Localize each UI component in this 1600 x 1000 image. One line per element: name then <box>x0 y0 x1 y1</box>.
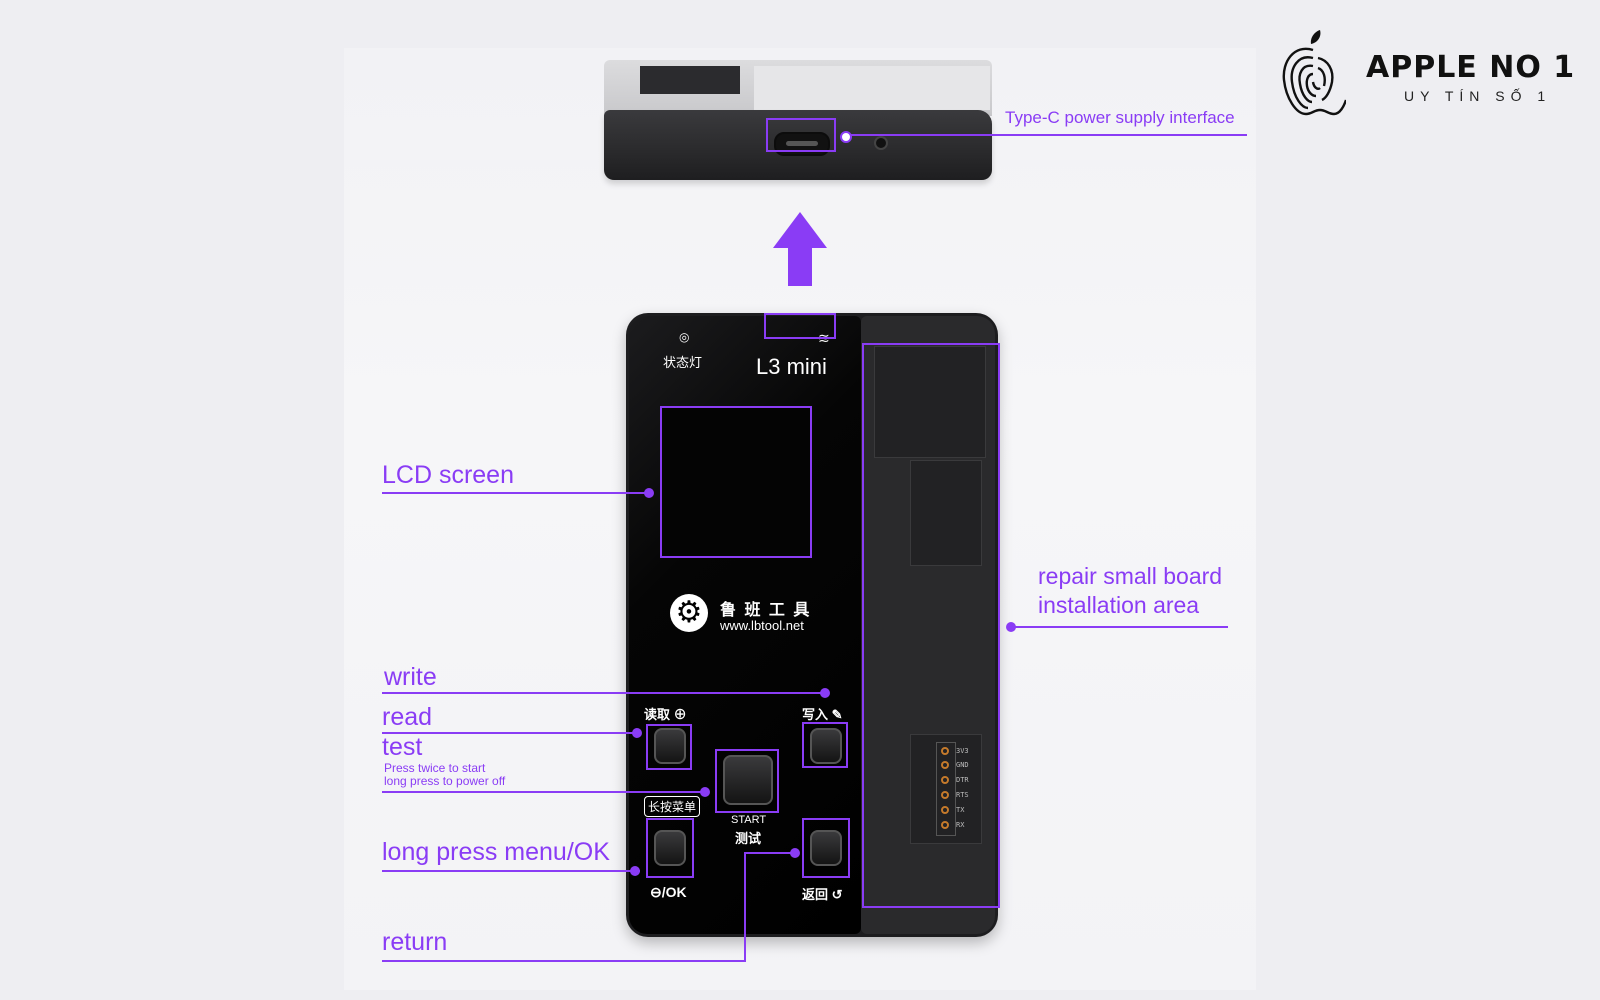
read-callout-line <box>382 732 640 734</box>
usb-c-port-icon <box>774 132 830 156</box>
repair-callout-line <box>1010 626 1228 628</box>
pin-label: 3V3 <box>956 747 969 755</box>
status-light-label: 状态灯 <box>663 355 703 370</box>
top-port-highlight <box>764 313 836 339</box>
device-side-view <box>604 60 992 182</box>
lcd-screen <box>662 408 810 556</box>
read-highlight <box>646 724 692 770</box>
type-c-highlight <box>766 118 836 152</box>
maker-name: 鲁 班 工 具 <box>720 602 812 619</box>
test-label: test <box>382 733 423 761</box>
test-callout-line <box>382 791 708 793</box>
read-label: read <box>382 703 433 731</box>
return-callout-dot <box>790 848 800 858</box>
pin-label: DTR <box>956 776 969 784</box>
lcd-screen-label: LCD screen <box>382 461 514 489</box>
pin-icon <box>941 761 949 769</box>
board-area-highlight <box>862 343 1000 908</box>
pin-label: RX <box>956 821 965 829</box>
read-button-label: 读取 ⊕ <box>644 707 687 722</box>
menu-ok-callout-dot <box>630 866 640 876</box>
write-highlight <box>802 722 848 768</box>
test-note-2: long press to power off <box>384 774 506 788</box>
write-button[interactable] <box>810 728 842 764</box>
menu-ok-callout-line <box>382 870 640 872</box>
return-button-label: 返回 ↺ <box>802 887 843 902</box>
long-press-menu-label: 长按菜单 <box>644 796 701 817</box>
pin-icon <box>941 747 949 755</box>
repair-area-label-1: repair small board <box>1038 563 1223 589</box>
read-button[interactable] <box>654 728 686 764</box>
pin-icon <box>941 806 949 814</box>
test-label: 测试 <box>735 831 762 846</box>
lcd-callout-line <box>382 492 650 494</box>
status-light-icon: ◎ <box>679 330 690 344</box>
write-callout-dot <box>820 688 830 698</box>
board-slot-middle <box>910 460 982 566</box>
lcd-callout-dot <box>644 488 654 498</box>
repair-area-label-2: installation area <box>1038 592 1200 618</box>
reset-hole-icon <box>874 136 888 150</box>
menu-ok-label: long press menu/OK <box>382 838 610 866</box>
return-button[interactable] <box>810 830 842 866</box>
pin-header <box>936 742 956 836</box>
repair-callout-dot <box>1006 622 1016 632</box>
up-arrow-shaft <box>788 246 812 286</box>
device-top-plate <box>754 66 990 110</box>
return-callout-line-h <box>382 960 746 962</box>
up-arrow-icon <box>773 212 827 248</box>
ok-label: ⊖/OK <box>650 884 687 900</box>
model-name: L3 mini <box>756 354 827 379</box>
start-highlight <box>715 749 779 813</box>
return-callout-line-top <box>744 852 796 854</box>
lcd-highlight <box>660 406 812 558</box>
start-label: START <box>731 814 767 826</box>
type-c-label: Type-C power supply interface <box>1005 108 1235 127</box>
start-test-button[interactable] <box>723 755 773 805</box>
gear-logo-icon: ⚙ <box>670 594 708 632</box>
write-button-label: 写入 ✎ <box>802 707 843 722</box>
type-c-callout-line <box>850 134 1247 136</box>
test-callout-dot <box>700 787 710 797</box>
write-callout-line <box>382 692 824 694</box>
brand-name: APPLE NO 1 <box>1366 50 1576 85</box>
pin-label: GND <box>956 761 969 769</box>
menu-ok-highlight <box>646 818 694 878</box>
brand-tagline: UY TÍN SỐ 1 <box>1404 88 1552 104</box>
board-slot-upper <box>874 346 986 458</box>
pin-label: RTS <box>956 791 969 799</box>
device-top-block <box>640 66 740 94</box>
return-highlight <box>802 818 850 878</box>
pin-icon <box>941 776 949 784</box>
return-label: return <box>382 928 448 956</box>
device-side-edge <box>604 110 992 180</box>
return-callout-line-v <box>744 852 746 962</box>
menu-ok-button[interactable] <box>654 830 686 866</box>
device-top-surface <box>604 60 992 116</box>
pin-icon <box>941 821 949 829</box>
pin-icon <box>941 791 949 799</box>
pin-label: TX <box>956 806 965 814</box>
type-c-callout-dot <box>840 131 852 143</box>
write-label: write <box>384 663 437 691</box>
maker-url: www.lbtool.net <box>720 618 804 633</box>
test-note-1: Press twice to start <box>384 761 486 775</box>
fingerprint-apple-logo-icon <box>1280 28 1348 116</box>
read-callout-dot <box>632 728 642 738</box>
